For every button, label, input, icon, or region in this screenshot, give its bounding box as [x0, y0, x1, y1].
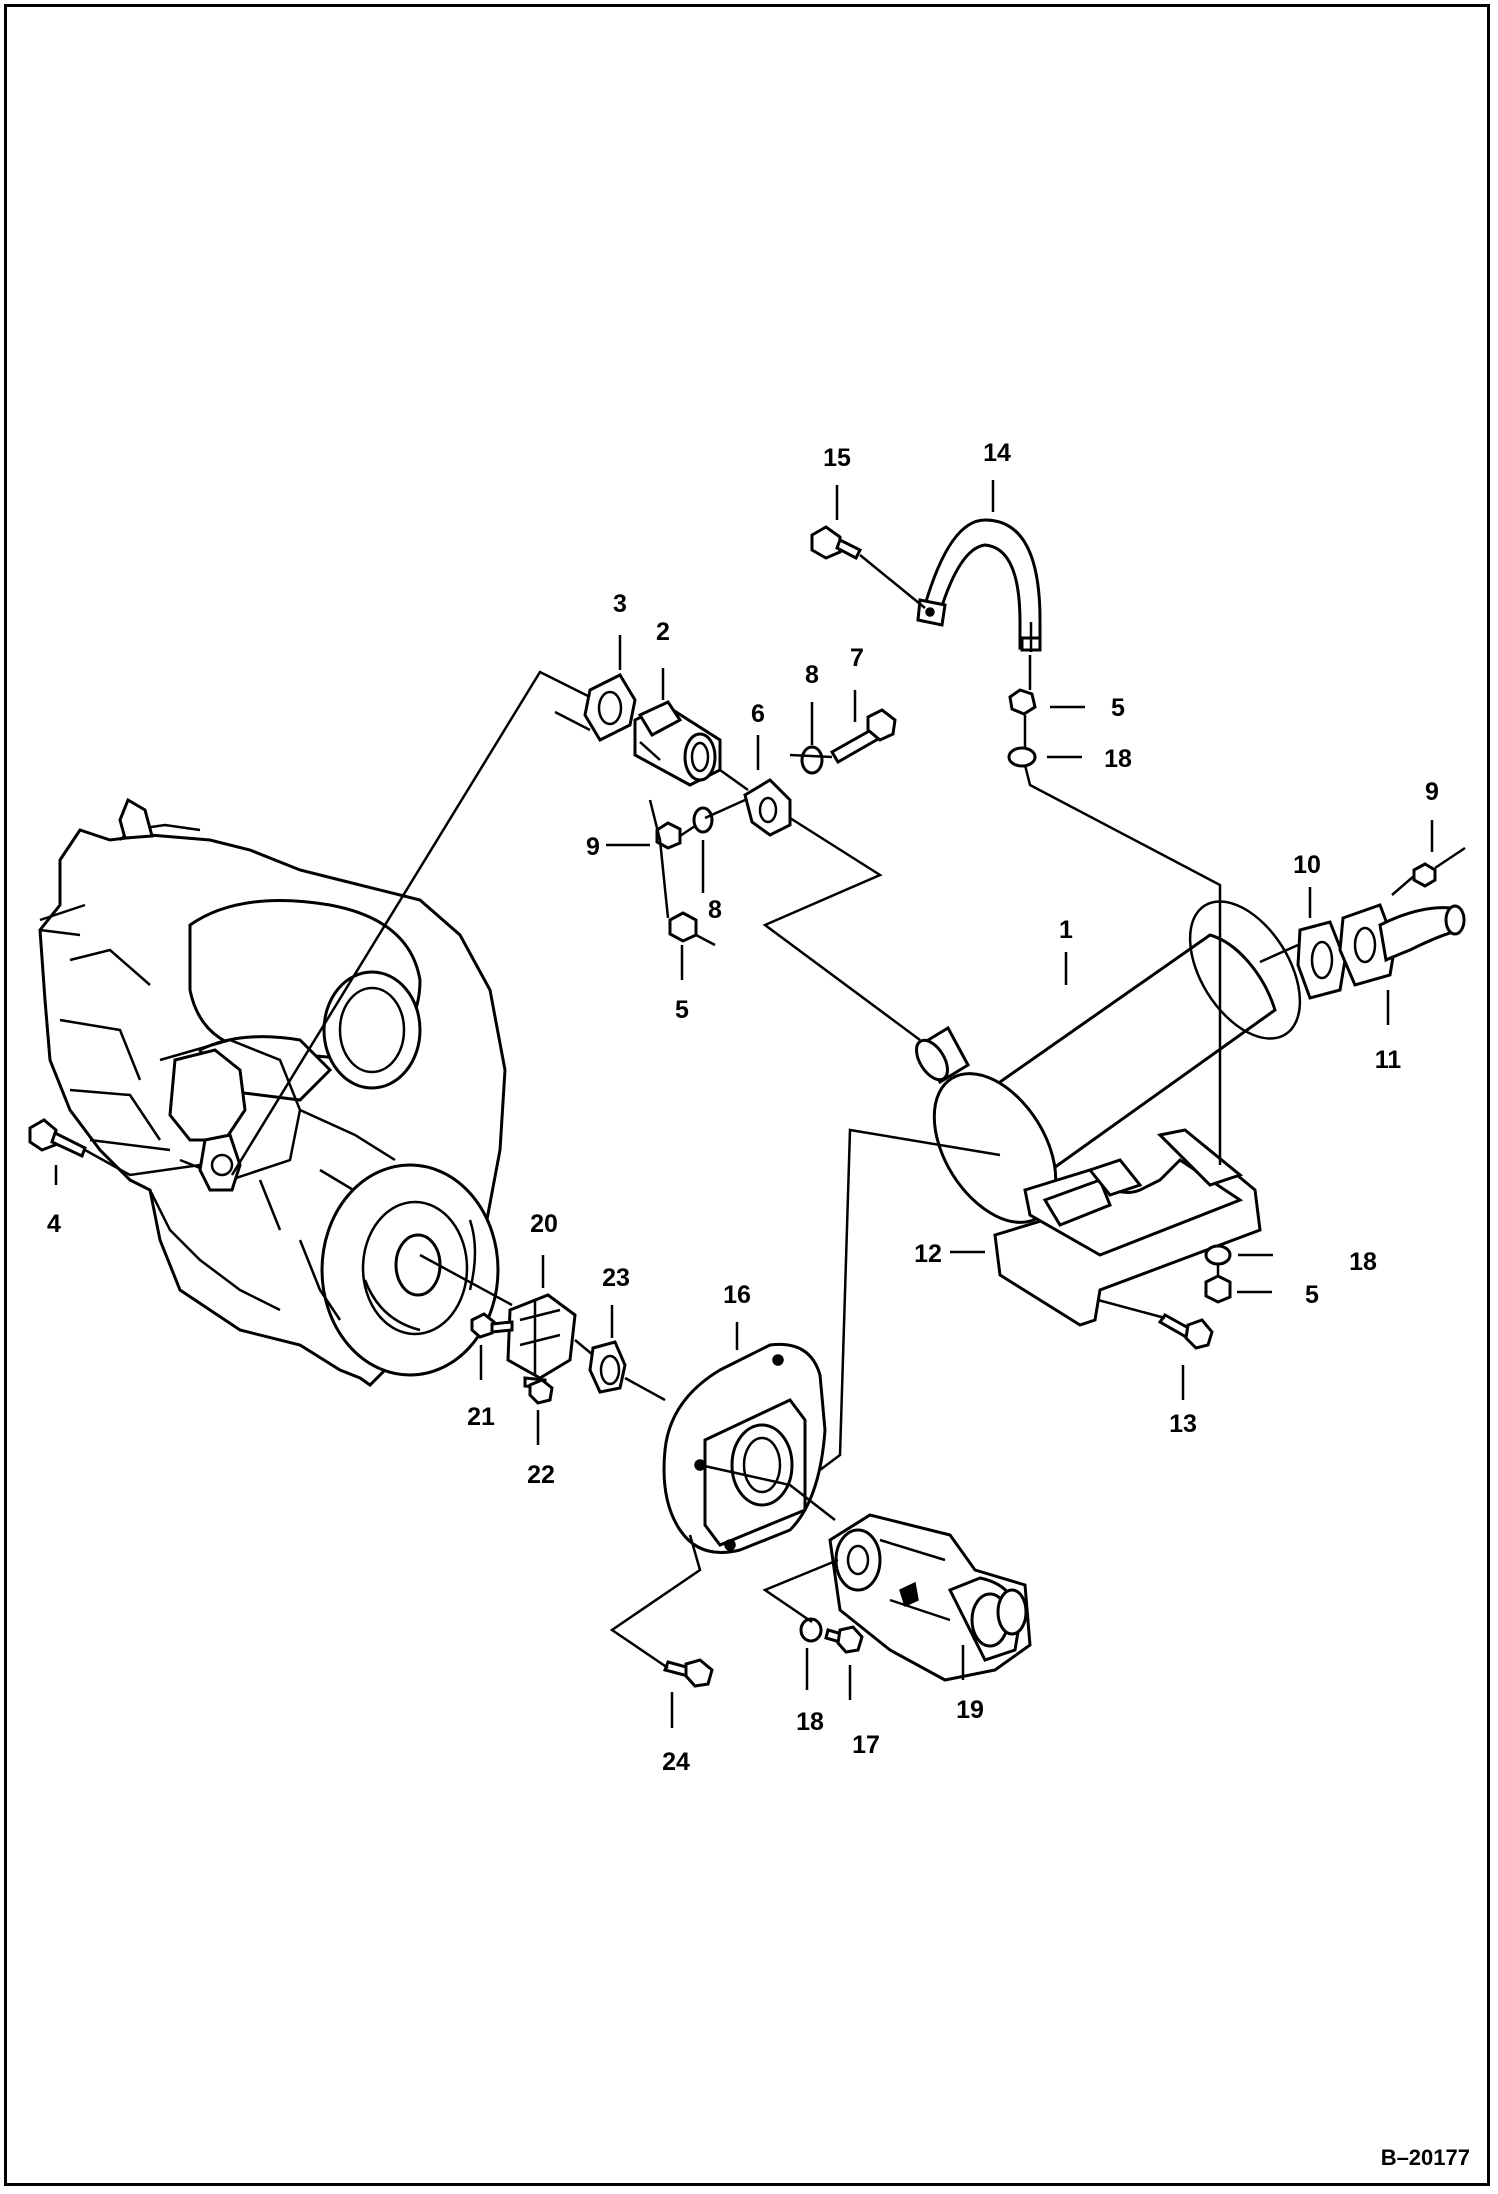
bolt-4: [28, 1118, 87, 1159]
callout-18-pump: 18: [796, 1708, 824, 1736]
outlet-tailpipe: [1338, 903, 1466, 987]
exhaust-flange-pipe: [633, 700, 722, 787]
nut-9-right: [1412, 862, 1437, 888]
nut-5-strap: [1008, 688, 1037, 716]
callout-12: 12: [914, 1240, 942, 1268]
callout-20: 20: [530, 1210, 558, 1238]
callout-4: 4: [47, 1210, 61, 1238]
hydraulic-pump: [828, 1513, 1032, 1682]
muffler-mounting-bracket: [993, 1128, 1262, 1327]
callout-1: 1: [1059, 916, 1073, 944]
pump-mounting-plate: [662, 1342, 827, 1554]
exhaust-bracket: [743, 778, 792, 837]
callout-5-left: 5: [675, 996, 689, 1024]
lockwasher-8-top: [800, 745, 824, 775]
callout-21: 21: [467, 1403, 495, 1431]
assembly-lines: [84, 554, 1466, 1670]
callout-7: 7: [850, 644, 864, 672]
bolt-21: [470, 1312, 514, 1339]
callout-24: 24: [662, 1748, 690, 1776]
callout-8-top: 8: [805, 661, 819, 689]
callout-leaders: [54, 480, 1434, 1728]
callout-5-bracket: 5: [1305, 1281, 1319, 1309]
exhaust-gasket: [583, 673, 637, 742]
callout-18-strap: 18: [1104, 745, 1132, 773]
nut-5-left: [668, 911, 698, 943]
lockwasher-8-lower: [692, 806, 714, 834]
callout-17: 17: [852, 1731, 880, 1759]
drive-coupler: [506, 1293, 577, 1380]
bolt-7: [829, 708, 897, 765]
drawing-border: [4, 4, 1490, 2186]
nut-5-bracket: [1204, 1274, 1232, 1304]
callout-3: 3: [613, 590, 627, 618]
washer-18-pump: [799, 1617, 823, 1643]
muffler: [915, 900, 1302, 1224]
bolt-24: [663, 1658, 714, 1688]
callout-19: 19: [956, 1696, 984, 1724]
callout-14: 14: [983, 439, 1011, 467]
coupler-spacer: [588, 1340, 627, 1394]
callout-9-left: 9: [586, 833, 600, 861]
washer-18-bracket: [1204, 1244, 1232, 1266]
engine-block: [38, 797, 507, 1387]
callout-11: 11: [1375, 1046, 1402, 1074]
callout-16: 16: [723, 1281, 751, 1309]
callout-18-bracket: 18: [1349, 1248, 1377, 1276]
bolt-13: [1157, 1313, 1214, 1350]
bolt-17: [824, 1625, 864, 1654]
outlet-gasket: [1296, 920, 1347, 1000]
bolt-22: [523, 1376, 554, 1405]
bolt-15: [810, 525, 863, 561]
callout-6: 6: [751, 700, 765, 728]
callout-23: 23: [602, 1264, 630, 1292]
callout-8-lower: 8: [708, 896, 722, 924]
callout-2: 2: [656, 618, 670, 646]
callout-22: 22: [527, 1461, 555, 1489]
callout-9-right: 9: [1425, 778, 1439, 806]
callout-10: 10: [1293, 851, 1321, 879]
callout-13: 13: [1169, 1410, 1197, 1438]
callout-15: 15: [823, 444, 851, 472]
nut-9-left: [655, 821, 682, 850]
muffler-strap: [916, 518, 1042, 652]
callout-numbers: 1 2 3 4 5 5 5 6 7 8 8 9 9 10 11 12 13 14…: [47, 439, 1439, 1776]
washer-18-strap: [1007, 746, 1037, 768]
callout-5-strap: 5: [1111, 694, 1125, 722]
drawing-reference-number: B–20177: [1381, 2145, 1470, 2170]
